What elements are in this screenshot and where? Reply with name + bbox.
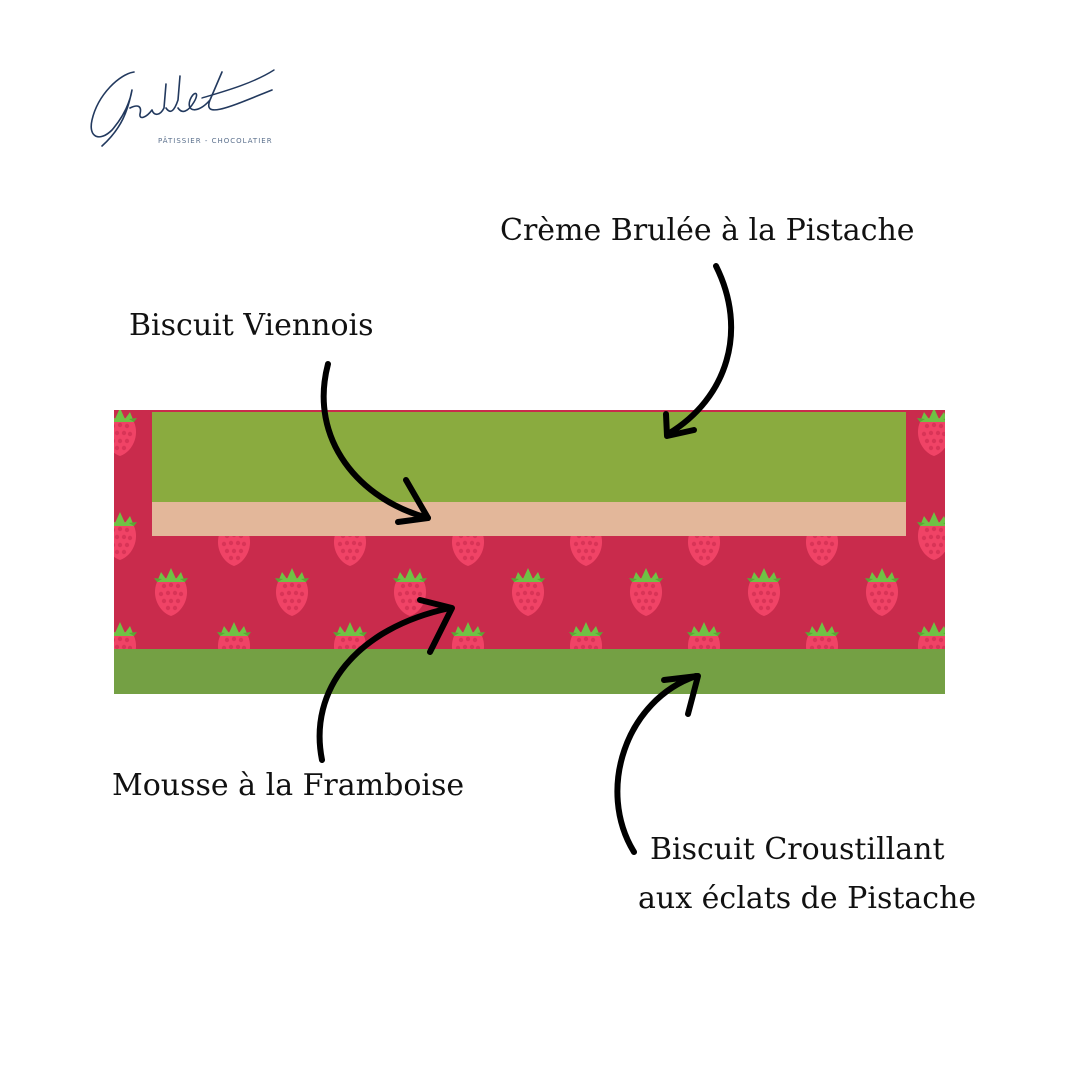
label-biscuit-croustillant-line1: Biscuit Croustillant — [650, 833, 945, 868]
label-biscuit-croustillant-line2: aux éclats de Pistache — [638, 882, 976, 917]
biscuit-viennois-layer — [152, 502, 906, 536]
creme-brulee-layer — [152, 412, 906, 502]
logo-subtitle: PÂTISSIER - CHOCOLATIER — [158, 137, 273, 145]
biscuit-croustillant-layer — [114, 649, 945, 694]
label-creme-brulee: Crème Brulée à la Pistache — [500, 214, 915, 249]
cake-cross-section — [114, 410, 945, 694]
label-mousse-framboise: Mousse à la Framboise — [112, 769, 464, 804]
label-biscuit-viennois: Biscuit Viennois — [129, 309, 374, 344]
curved-arrow-icon — [617, 676, 698, 852]
